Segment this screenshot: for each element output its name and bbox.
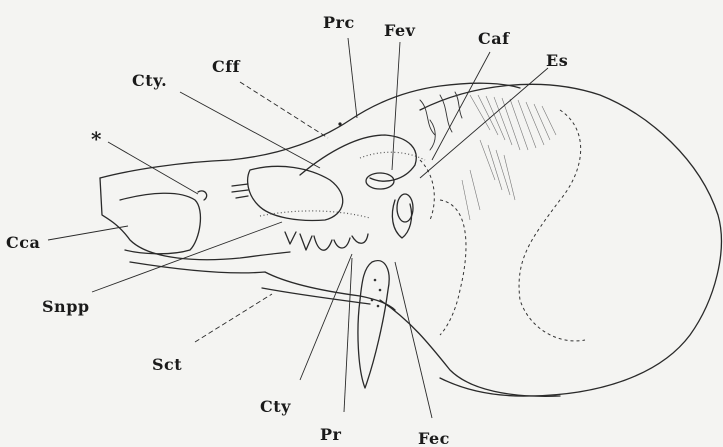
label-cca: Cca (6, 233, 40, 252)
label-sct: Sct (152, 355, 182, 374)
label-caf: Caf (478, 29, 510, 48)
label-es: Es (546, 51, 568, 70)
label-fec: Fec (418, 429, 450, 447)
label-cff: Cff (212, 57, 241, 76)
small-dot-mark (338, 122, 341, 125)
label-snpp: Snpp (42, 297, 90, 316)
label-cty-bottom: Cty (260, 397, 291, 416)
label-pr: Pr (320, 425, 342, 444)
label-fev: Fev (384, 21, 416, 40)
label-prc: Prc (323, 13, 355, 32)
label-cty-top: Cty. (132, 71, 167, 90)
label-asterisk: * (91, 127, 102, 151)
